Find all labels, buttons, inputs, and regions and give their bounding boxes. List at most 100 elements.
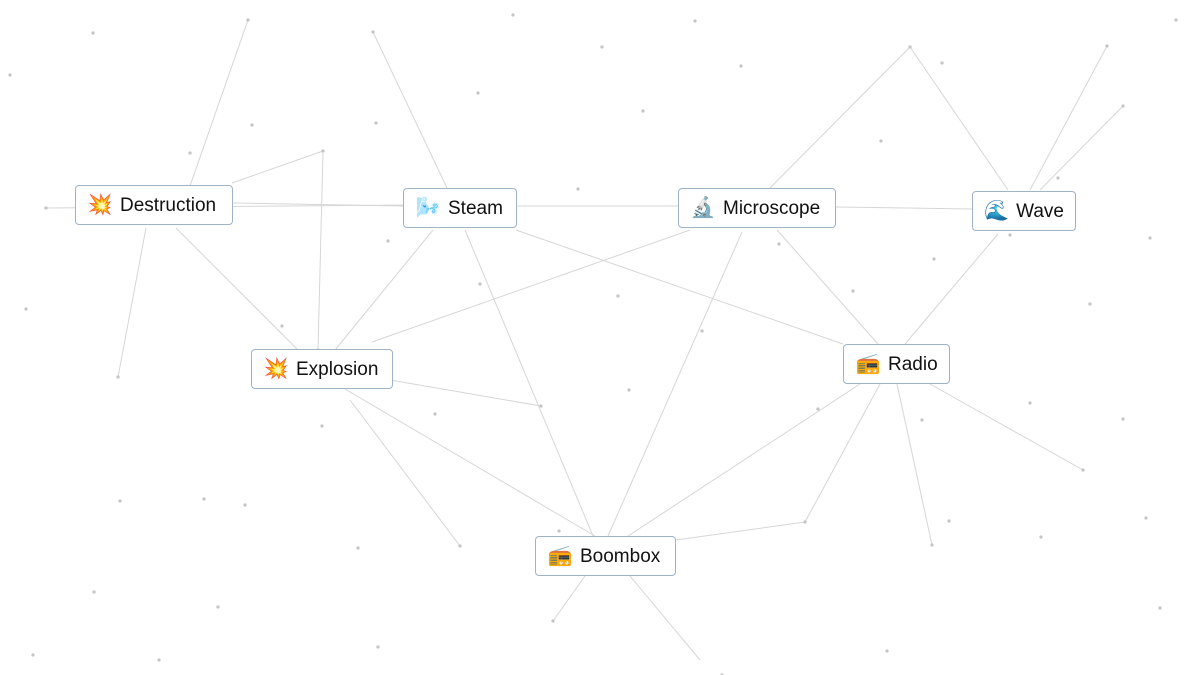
background-dot <box>739 64 743 68</box>
connection-line <box>515 229 844 345</box>
background-dot <box>885 649 889 653</box>
background-dot <box>386 239 390 243</box>
collision-icon: 💥 <box>263 358 289 380</box>
connection-line <box>231 202 404 207</box>
background-dot <box>1039 535 1043 539</box>
connection-line <box>371 229 691 343</box>
background-dot <box>1144 516 1148 520</box>
element-label: Radio <box>888 353 938 375</box>
background-dot <box>851 289 855 293</box>
background-dot <box>1174 18 1178 22</box>
connection-line <box>1039 105 1124 191</box>
background-dot <box>371 30 375 34</box>
connection-line <box>675 521 806 541</box>
background-dot <box>693 19 697 23</box>
connection-line <box>334 229 434 351</box>
background-dot <box>1121 104 1125 108</box>
background-dot <box>118 499 122 503</box>
element-card-microscope[interactable]: 🔬 Microscope <box>678 188 836 228</box>
background-dot <box>374 121 378 125</box>
background-dot <box>908 45 912 49</box>
background-dot <box>44 206 48 210</box>
background-dot <box>1088 302 1092 306</box>
background-dot <box>116 375 120 379</box>
connection-line <box>904 233 999 345</box>
background-dot <box>1105 44 1109 48</box>
wind-face-icon: 🌬️ <box>415 197 441 219</box>
connection-line <box>389 379 542 407</box>
background-dot <box>576 187 580 191</box>
connection-line <box>629 575 701 661</box>
background-dot <box>1008 233 1012 237</box>
background-dot <box>246 18 250 22</box>
connection-line <box>175 227 299 351</box>
background-dot <box>320 424 324 428</box>
element-card-boombox[interactable]: 📻 Boombox <box>535 536 676 576</box>
radio-icon: 📻 <box>855 353 881 375</box>
background-dot <box>458 544 462 548</box>
connection-line <box>776 229 879 345</box>
background-dot <box>616 294 620 298</box>
microscope-icon: 🔬 <box>690 197 716 219</box>
background-dot <box>947 519 951 523</box>
background-dot <box>92 590 96 594</box>
background-dot <box>1148 236 1152 240</box>
element-label: Destruction <box>120 194 217 216</box>
background-dot <box>321 149 325 153</box>
background-dot <box>557 529 561 533</box>
background-dot <box>777 242 781 246</box>
background-dot <box>202 497 206 501</box>
connection-line <box>372 31 448 189</box>
background-dot <box>539 404 543 408</box>
background-dot <box>816 407 820 411</box>
background-dot <box>1028 401 1032 405</box>
connection-line <box>896 383 933 546</box>
background-dot <box>216 605 220 609</box>
background-dot <box>31 653 35 657</box>
connection-line <box>607 231 743 537</box>
element-label: Wave <box>1016 200 1064 222</box>
water-wave-icon: 🌊 <box>984 200 1010 222</box>
element-card-wave[interactable]: 🌊 Wave <box>972 191 1076 231</box>
background-dot <box>879 139 883 143</box>
connection-line <box>117 227 147 378</box>
background-dot <box>376 645 380 649</box>
element-card-destruction[interactable]: 💥 Destruction <box>75 185 233 225</box>
background-dot <box>1056 176 1060 180</box>
background-dot <box>250 123 254 127</box>
element-card-explosion[interactable]: 💥 Explosion <box>251 349 393 389</box>
background-dot <box>940 61 944 65</box>
element-label: Steam <box>448 197 503 219</box>
background-dot <box>91 31 95 35</box>
connection-line <box>189 19 249 187</box>
connection-line <box>769 46 911 189</box>
background-dot <box>930 543 934 547</box>
connection-line <box>552 575 586 622</box>
connection-line <box>835 206 973 210</box>
connection-line <box>317 150 324 351</box>
background-dot <box>24 307 28 311</box>
background-dot <box>551 619 555 623</box>
radio-icon: 📻 <box>547 545 573 567</box>
background-dot <box>8 73 12 77</box>
background-dot <box>1158 606 1162 610</box>
connection-line <box>929 383 1084 471</box>
background-dot <box>188 151 192 155</box>
background-dot <box>641 109 645 113</box>
background-dot <box>932 257 936 261</box>
background-dot <box>243 503 247 507</box>
background-dot <box>433 412 437 416</box>
background-dot <box>280 324 284 328</box>
background-dot <box>356 546 360 550</box>
element-label: Explosion <box>296 358 379 380</box>
background-dot <box>511 13 515 17</box>
connection-line <box>231 150 324 184</box>
connection-line <box>804 383 881 523</box>
connection-line <box>344 388 596 537</box>
element-card-steam[interactable]: 🌬️ Steam <box>403 188 517 228</box>
background-dot <box>1121 417 1125 421</box>
element-card-radio[interactable]: 📻 Radio <box>843 344 950 384</box>
connection-line <box>464 229 594 537</box>
